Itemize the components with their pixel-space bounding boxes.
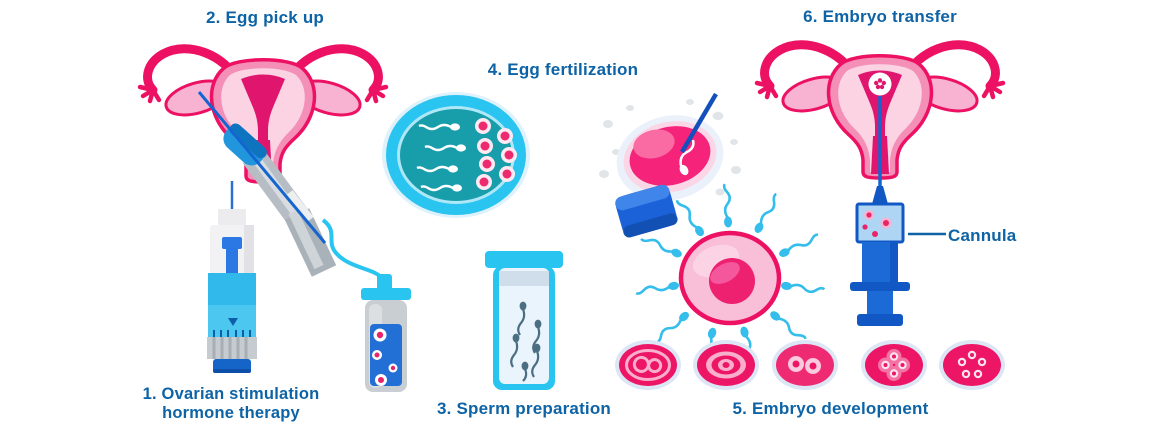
holding-pipette <box>615 184 678 238</box>
sperm-cells <box>416 123 458 192</box>
embryo-stage-1-icon <box>615 340 681 390</box>
step6-label: 6. Embryo transfer <box>803 7 957 26</box>
uterus-embryo-transfer-illustration <box>750 26 1015 326</box>
step1-label-line2: hormone therapy <box>162 404 300 423</box>
hormone-injection-pen-icon <box>207 181 257 373</box>
step2-label: 2. Egg pick up <box>205 8 325 27</box>
egg-with-sperm-icon <box>635 183 826 371</box>
cannula-annotation: Cannula <box>948 226 1017 245</box>
step1-label: 1. Ovarian stimulation hormone therapy <box>126 385 336 424</box>
embryo-stage-3-icon <box>772 340 838 390</box>
step4-label: 4. Egg fertilization <box>487 60 639 79</box>
egg-cells <box>475 118 517 190</box>
embryo-stage-4-icon <box>861 340 927 390</box>
uterus-egg-retrieval-illustration <box>125 28 411 392</box>
transfer-syringe <box>850 186 910 326</box>
embryo-development-stages <box>615 340 1005 390</box>
sperm-sample-tube-icon <box>485 251 563 390</box>
petri-dish-icon <box>382 92 530 218</box>
embryo-stage-5-icon <box>939 340 1005 390</box>
egg-collection-vial <box>361 274 411 392</box>
sperm-cells <box>635 183 826 371</box>
injection-needle <box>680 92 718 154</box>
step3-label: 3. Sperm preparation <box>436 399 612 418</box>
embryo-stage-2-icon <box>693 340 759 390</box>
step1-label-line1: 1. Ovarian stimulation <box>142 385 320 403</box>
icsi-fertilization-icon <box>599 92 741 238</box>
step5-label: 5. Embryo development <box>732 399 929 418</box>
embryo-in-uterus <box>868 72 892 96</box>
